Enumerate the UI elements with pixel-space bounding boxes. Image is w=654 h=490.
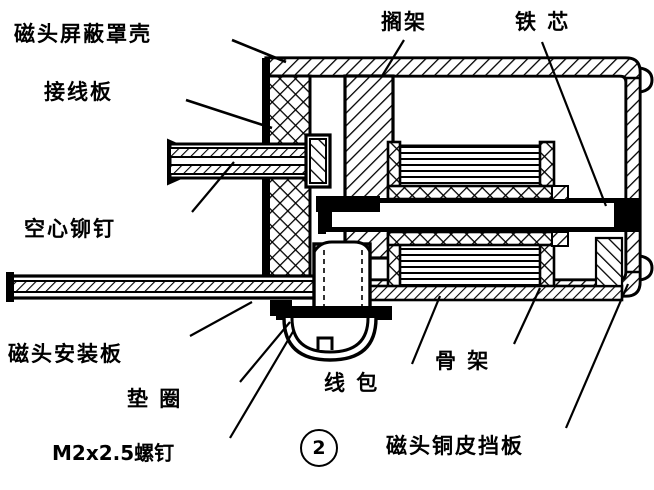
figure-number: 2 — [300, 429, 338, 467]
leader-washer — [239, 321, 291, 383]
leader-hollow-rivet — [191, 161, 235, 213]
leader-terminal-board — [185, 98, 273, 130]
label-shelf-bracket: 搁架 — [381, 10, 427, 34]
leader-shelf-bracket — [381, 39, 405, 77]
mounting-plate — [6, 272, 320, 302]
leader-copper-shield — [564, 283, 630, 429]
label-screw: M2x2.5螺钉 — [52, 441, 175, 465]
label-shield-case: 磁头屏蔽罩壳 — [14, 22, 152, 46]
hollow-rivet-assembly — [167, 133, 332, 189]
label-mounting-plate: 磁头安装板 — [8, 342, 123, 366]
terminal-board-block — [262, 58, 312, 300]
washer-and-screw — [282, 317, 378, 362]
coil-winding-upper — [386, 140, 556, 201]
leader-lines — [185, 38, 630, 439]
label-washer: 垫 圈 — [127, 387, 183, 411]
coil-winding-lower — [386, 230, 556, 290]
leader-mounting-plate — [189, 301, 253, 337]
head-pole-block — [270, 196, 392, 320]
label-hollow-rivet: 空心铆钉 — [24, 217, 116, 241]
label-terminal-board: 接线板 — [44, 80, 113, 104]
label-coil-winding: 线 包 — [324, 371, 380, 395]
leader-bobbin-frame — [513, 287, 541, 345]
label-bobbin-frame: 骨 架 — [435, 349, 491, 373]
leader-coil-winding — [410, 295, 442, 365]
label-copper-shield: 磁头铜皮挡板 — [386, 434, 524, 458]
bobbin-frame — [551, 185, 569, 247]
leader-shield-case — [231, 38, 287, 64]
label-iron-core: 铁 芯 — [515, 10, 571, 34]
leader-screw — [229, 329, 295, 439]
leader-iron-core — [540, 41, 608, 207]
